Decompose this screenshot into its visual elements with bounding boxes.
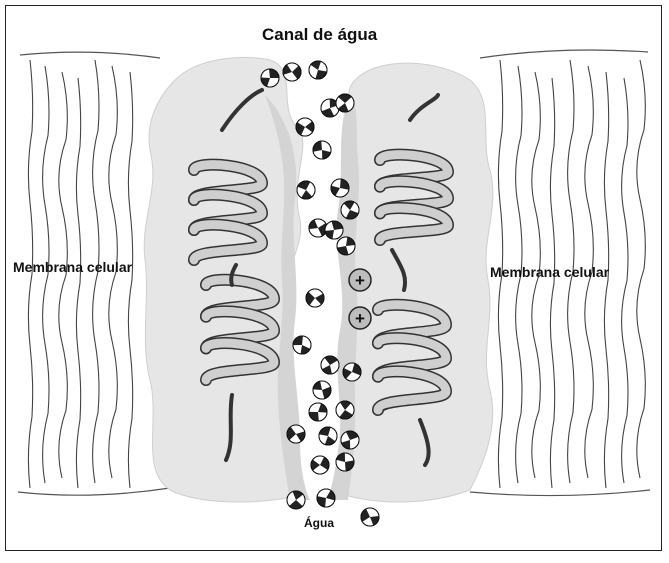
diagram-title: Canal de água: [262, 25, 377, 45]
water-label: Água: [304, 516, 334, 530]
membrane-label-right: Membrana celular: [490, 264, 609, 280]
membrane-label-left: Membrana celular: [13, 259, 132, 275]
